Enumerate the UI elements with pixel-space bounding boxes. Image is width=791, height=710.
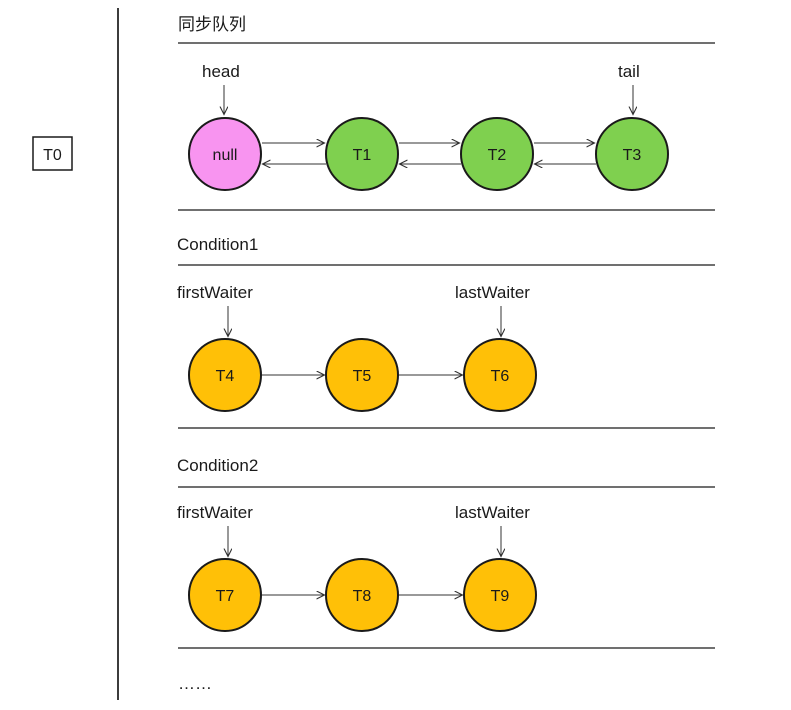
node-t4-label: T4	[216, 368, 235, 385]
node-t7	[188, 558, 262, 632]
node-t1-label: T1	[353, 147, 372, 164]
condition1-title: Condition1	[177, 235, 258, 254]
node-t6	[463, 338, 537, 412]
node-t6-label: T6	[491, 368, 510, 385]
node-null-label: null	[213, 147, 238, 164]
node-t2	[460, 117, 534, 191]
condition2-first-waiter-label: firstWaiter	[177, 503, 253, 522]
node-t9	[463, 558, 537, 632]
node-t4	[188, 338, 262, 412]
node-t2-label: T2	[488, 147, 507, 164]
node-t8-label: T8	[353, 588, 372, 605]
node-t5	[325, 338, 399, 412]
condition2-title: Condition2	[177, 456, 258, 475]
node-t3-label: T3	[623, 147, 642, 164]
node-t3	[595, 117, 669, 191]
sync-queue-title: 同步队列	[178, 15, 246, 34]
more-conditions-ellipsis: ……	[178, 674, 212, 693]
condition2-last-waiter-label: lastWaiter	[455, 503, 530, 522]
node-t1	[325, 117, 399, 191]
condition1-first-waiter-label: firstWaiter	[177, 283, 253, 302]
tail-pointer-label: tail	[618, 62, 640, 81]
node-null	[188, 117, 262, 191]
node-t8	[325, 558, 399, 632]
t0-node-label: T0	[43, 147, 62, 164]
node-t7-label: T7	[216, 588, 235, 605]
head-pointer-label: head	[202, 62, 240, 81]
node-t5-label: T5	[353, 368, 372, 385]
t0-node-box	[32, 136, 73, 171]
node-t9-label: T9	[491, 588, 510, 605]
condition1-last-waiter-label: lastWaiter	[455, 283, 530, 302]
